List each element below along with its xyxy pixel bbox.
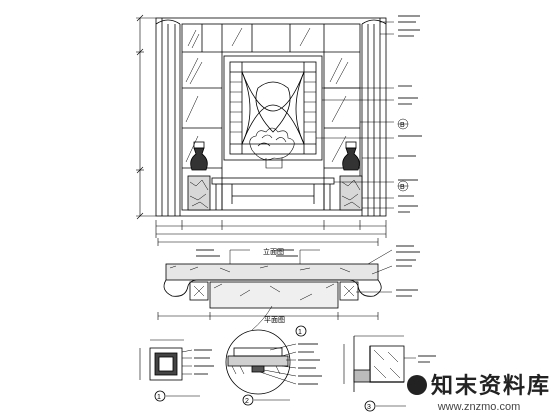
watermark-brand: 知末资料库 bbox=[404, 374, 554, 400]
right-urn bbox=[342, 141, 360, 171]
elevation-callout-text bbox=[398, 15, 422, 213]
elevation-view bbox=[136, 14, 422, 238]
elevation-frame bbox=[155, 17, 387, 217]
detail-1-post-section bbox=[139, 339, 214, 402]
detail-1-number: 1 bbox=[157, 394, 161, 401]
right-pilaster bbox=[361, 18, 387, 216]
plan-title: 平面图 bbox=[264, 316, 285, 324]
watermark-brand-text: 知末资料库 bbox=[430, 374, 551, 399]
detail-2-enlarged bbox=[225, 329, 322, 406]
watermark-url: www.znzmo.com bbox=[437, 401, 521, 413]
elevation-leaders bbox=[316, 21, 409, 209]
section-mark-b-2: B bbox=[400, 184, 405, 191]
flower-arrangement bbox=[249, 127, 295, 169]
right-pedestal bbox=[339, 175, 363, 211]
watermark: 知末资料库 www.znzmo.com bbox=[404, 374, 554, 414]
bottom-dimension bbox=[155, 220, 387, 238]
detail-3-number: 3 bbox=[367, 404, 371, 411]
left-dimension bbox=[136, 14, 156, 220]
detail-2-number: 2 bbox=[245, 398, 249, 405]
left-urn bbox=[190, 141, 208, 171]
section-mark-b-1: B bbox=[400, 122, 405, 129]
detail-callout-1: 1 bbox=[298, 329, 302, 336]
detail-3-base-profile bbox=[343, 335, 436, 412]
brand-logo-icon bbox=[406, 375, 427, 395]
plan-view bbox=[157, 238, 420, 337]
left-pedestal bbox=[187, 175, 211, 211]
console-table bbox=[211, 177, 335, 210]
left-pilaster bbox=[155, 18, 181, 216]
elevation-title: 立面图 bbox=[263, 247, 284, 256]
stained-glass-window bbox=[223, 55, 323, 161]
